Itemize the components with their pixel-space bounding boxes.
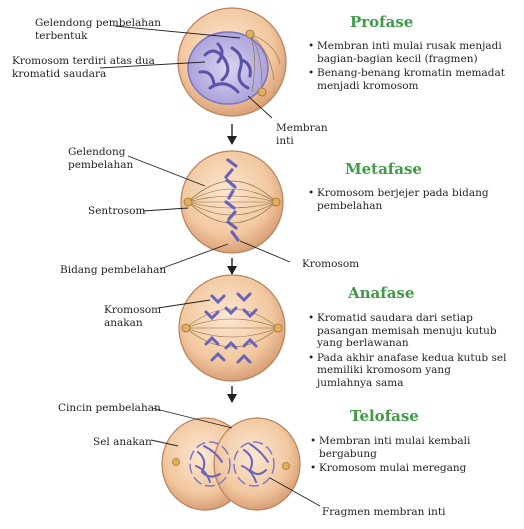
label-kromosom: Kromosom — [302, 258, 360, 270]
phase-title-profase: Profase — [350, 13, 414, 31]
phase-point: Benang-benang kromatin memadat menjadi k… — [308, 67, 508, 92]
prophase-cell — [177, 7, 287, 117]
phase-points-metafase: Kromosom berjejer pada bidang pembelahan — [308, 187, 508, 214]
phase-point: Membran inti mulai kembali bergabung — [310, 435, 510, 460]
label-gelendong-pembelahan: Gelendong pembelahan — [68, 146, 134, 171]
phase-point: Kromatid saudara dari setiap pasangan me… — [308, 312, 508, 350]
label-cincin-pembelahan: Cincin pembelahan — [58, 402, 161, 414]
telophase-cells — [161, 417, 301, 511]
arrow-anaphase-to-telophase — [227, 386, 237, 403]
label-kromosom-anakan: Kromosom anakan — [104, 304, 162, 329]
phase-point: Membran inti mulai rusak menjadi bagian-… — [308, 40, 508, 65]
phase-points-profase: Membran inti mulai rusak menjadi bagian-… — [308, 40, 508, 94]
label-sel-anakan: Sel anakan — [93, 436, 152, 448]
phase-point: Kromosom berjejer pada bidang pembelahan — [308, 187, 508, 212]
anaphase-spindle — [185, 308, 279, 348]
label-gelendong-terbentuk: Gelendong pembelahan terbentuk — [35, 17, 162, 42]
label-bidang-pembelahan: Bidang pembelahan — [60, 264, 167, 276]
phase-points-anafase: Kromatid saudara dari setiap pasangan me… — [308, 312, 508, 391]
arrow-prophase-to-metaphase — [227, 124, 237, 145]
metaphase-chromosomes — [224, 158, 240, 242]
prophase-centrosome — [245, 29, 267, 97]
label-fragmen-membran-inti: Fragmen membran inti — [322, 506, 446, 518]
anaphase-centrosome — [181, 323, 283, 333]
metaphase-cell — [180, 150, 284, 254]
label-sentrosom: Sentrosom — [88, 205, 146, 217]
phase-points-telofase: Membran inti mulai kembali bergabung Kro… — [310, 435, 510, 477]
phase-title-metafase: Metafase — [345, 160, 422, 178]
anaphase-cell — [178, 274, 286, 382]
phase-title-anafase: Anafase — [348, 284, 415, 302]
telophase-nuclear-membrane — [189, 441, 275, 487]
metaphase-centrosome — [183, 197, 281, 207]
telophase-centrosome — [172, 458, 290, 470]
prophase-chromosomes — [198, 42, 252, 94]
leader-lines — [99, 25, 321, 507]
label-membran-inti: Membran inti — [276, 122, 328, 147]
phase-title-telofase: Telofase — [350, 407, 419, 425]
label-kromosom-dua-kromatid: Kromosom terdiri atas dua kromatid sauda… — [12, 55, 155, 80]
phase-point: Pada akhir anafase kedua kutub sel memil… — [308, 352, 508, 390]
arrow-metaphase-to-anaphase — [227, 258, 237, 275]
anaphase-chromosomes — [204, 292, 258, 364]
phase-point: Kromosom mulai meregang — [310, 462, 510, 475]
telophase-chromosomes — [195, 443, 269, 483]
